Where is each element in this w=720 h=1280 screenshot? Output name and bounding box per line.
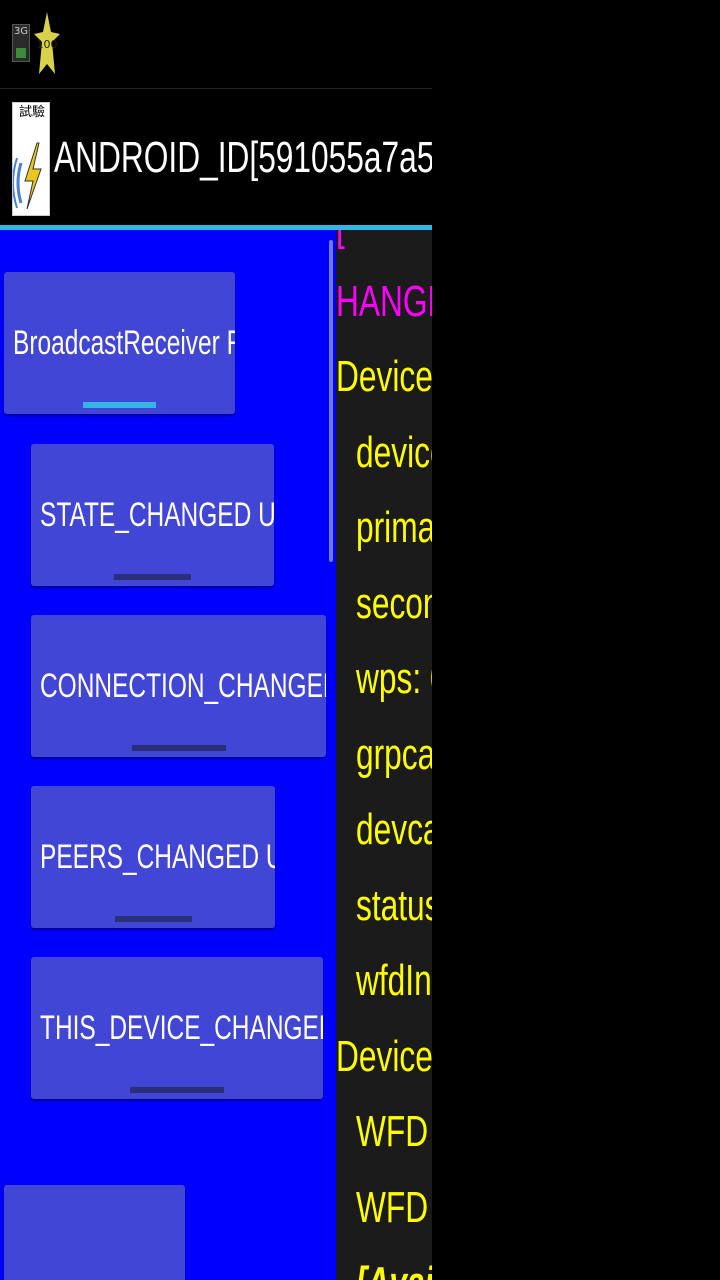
battery-level: 100 (36, 38, 58, 51)
log-line: primary (356, 498, 432, 558)
status-bar: 3G 100 (0, 0, 432, 89)
log-line: [Availabl (356, 1253, 432, 1280)
peers-changed-button[interactable]: PEERS_CHANGED UnRegistered (31, 786, 275, 928)
log-line-text: deviceAc (356, 427, 432, 477)
log-line: wfdInfo: (356, 951, 432, 1011)
toggle-indicator (115, 916, 192, 922)
button-label: BroadcastReceiver Registered (13, 323, 235, 362)
toggle-indicator (114, 574, 191, 580)
log-line: grpcapa (356, 725, 432, 785)
state-changed-button[interactable]: STATE_CHANGED UnRegistered (31, 444, 274, 586)
this-device-changed-button[interactable]: THIS_DEVICE_CHANGED UnRegistered (31, 957, 323, 1099)
log-line-text: [Availabl (356, 1253, 432, 1280)
button-label: CONNECTION_CHANGED UnRegistered (40, 666, 326, 705)
log-line: HANGED] (336, 272, 432, 332)
log-panel: [ HANGED] Device: Ne deviceAc primary seconda… (336, 230, 432, 1280)
broadcast-receiver-button[interactable]: BroadcastReceiver Registered (4, 272, 235, 414)
log-line-text: wps: 0 (356, 654, 432, 703)
toggle-indicator (83, 402, 156, 408)
log-line: devcapa (356, 800, 432, 860)
log-line: status: 3 (356, 876, 432, 936)
log-line-text: grpcapa (356, 729, 432, 779)
log-line: deviceAc (356, 423, 432, 483)
log-line-text: seconda (356, 578, 432, 628)
log-line-text: HANGED] (336, 276, 432, 326)
signal-3g-icon: 3G (12, 24, 30, 62)
log-line-text: wfdInfo: (356, 956, 432, 1005)
toggle-indicator (130, 1087, 224, 1093)
battery-star-icon: 100 (34, 12, 60, 74)
log-line: DeviceInfo (336, 1027, 432, 1087)
app-title-text: ANDROID_ID[591055a7a54f675b] MAC[10:68: (54, 133, 432, 182)
log-line: [ (336, 230, 348, 256)
get-system-service-button[interactable]: getSystemService (4, 1185, 185, 1280)
button-panel[interactable]: BroadcastReceiver Registered STATE_CHANG… (0, 230, 336, 1280)
app-icon[interactable]: 試驗 (12, 102, 50, 216)
log-line-text: Device: Ne (336, 352, 432, 401)
action-bar-divider (0, 225, 432, 230)
log-line-text: devcapa (356, 805, 432, 854)
toggle-indicator (132, 745, 226, 751)
log-line-text: [ (336, 230, 345, 256)
log-line-text: status: 3 (356, 880, 432, 930)
log-line: seconda (356, 574, 432, 634)
button-label: STATE_CHANGED UnRegistered (40, 495, 274, 534)
scrollbar[interactable] (329, 240, 333, 562)
log-line-text: primary (356, 503, 432, 552)
log-line-text: DeviceInfo (336, 1031, 432, 1081)
app-title: ANDROID_ID[591055a7a54f675b] MAC[10:68: (54, 128, 432, 188)
action-bar (0, 89, 432, 225)
log-line: wps: 0 (356, 649, 432, 709)
connection-changed-button[interactable]: CONNECTION_CHANGED UnRegistered (31, 615, 326, 757)
log-line: Device: Ne (336, 347, 432, 407)
log-line: WFD Ma (356, 1178, 432, 1238)
network-type-label: 3G (13, 26, 29, 37)
button-label: PEERS_CHANGED UnRegistered (40, 837, 275, 876)
log-line-text: WFD Ctr (356, 1107, 432, 1156)
button-label: THIS_DEVICE_CHANGED UnRegistered (40, 1008, 323, 1047)
log-line-text: WFD Ma (356, 1182, 432, 1232)
app-icon-text: 試驗 (18, 105, 45, 120)
log-line: WFD Ctr (356, 1102, 432, 1162)
